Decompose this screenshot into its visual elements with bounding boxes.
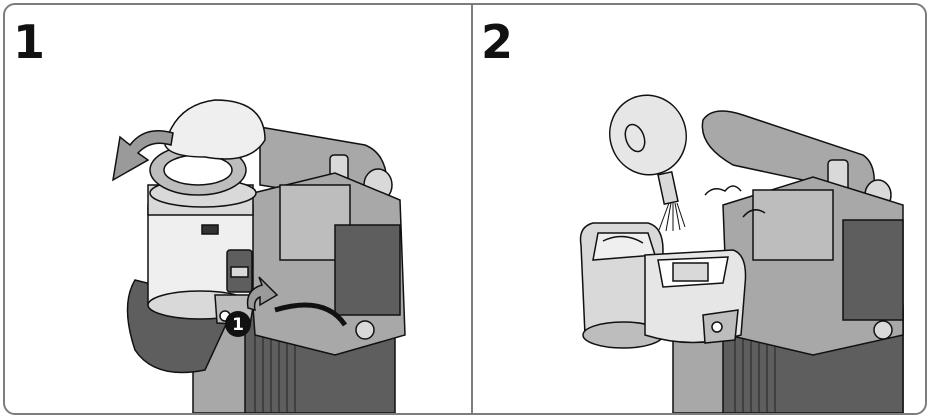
eyecup xyxy=(150,100,265,207)
step-2-illustration xyxy=(473,5,925,413)
step-marker-1: 1 xyxy=(225,311,251,337)
viewfinder-hinged-section xyxy=(645,250,746,343)
step-panel-1: 1 xyxy=(5,5,471,413)
step-marker-label: 1 xyxy=(232,315,244,335)
step-panel-2: 2 xyxy=(473,5,925,413)
step-1-illustration: 1 xyxy=(5,5,471,413)
blower-brush-icon xyxy=(599,84,698,231)
